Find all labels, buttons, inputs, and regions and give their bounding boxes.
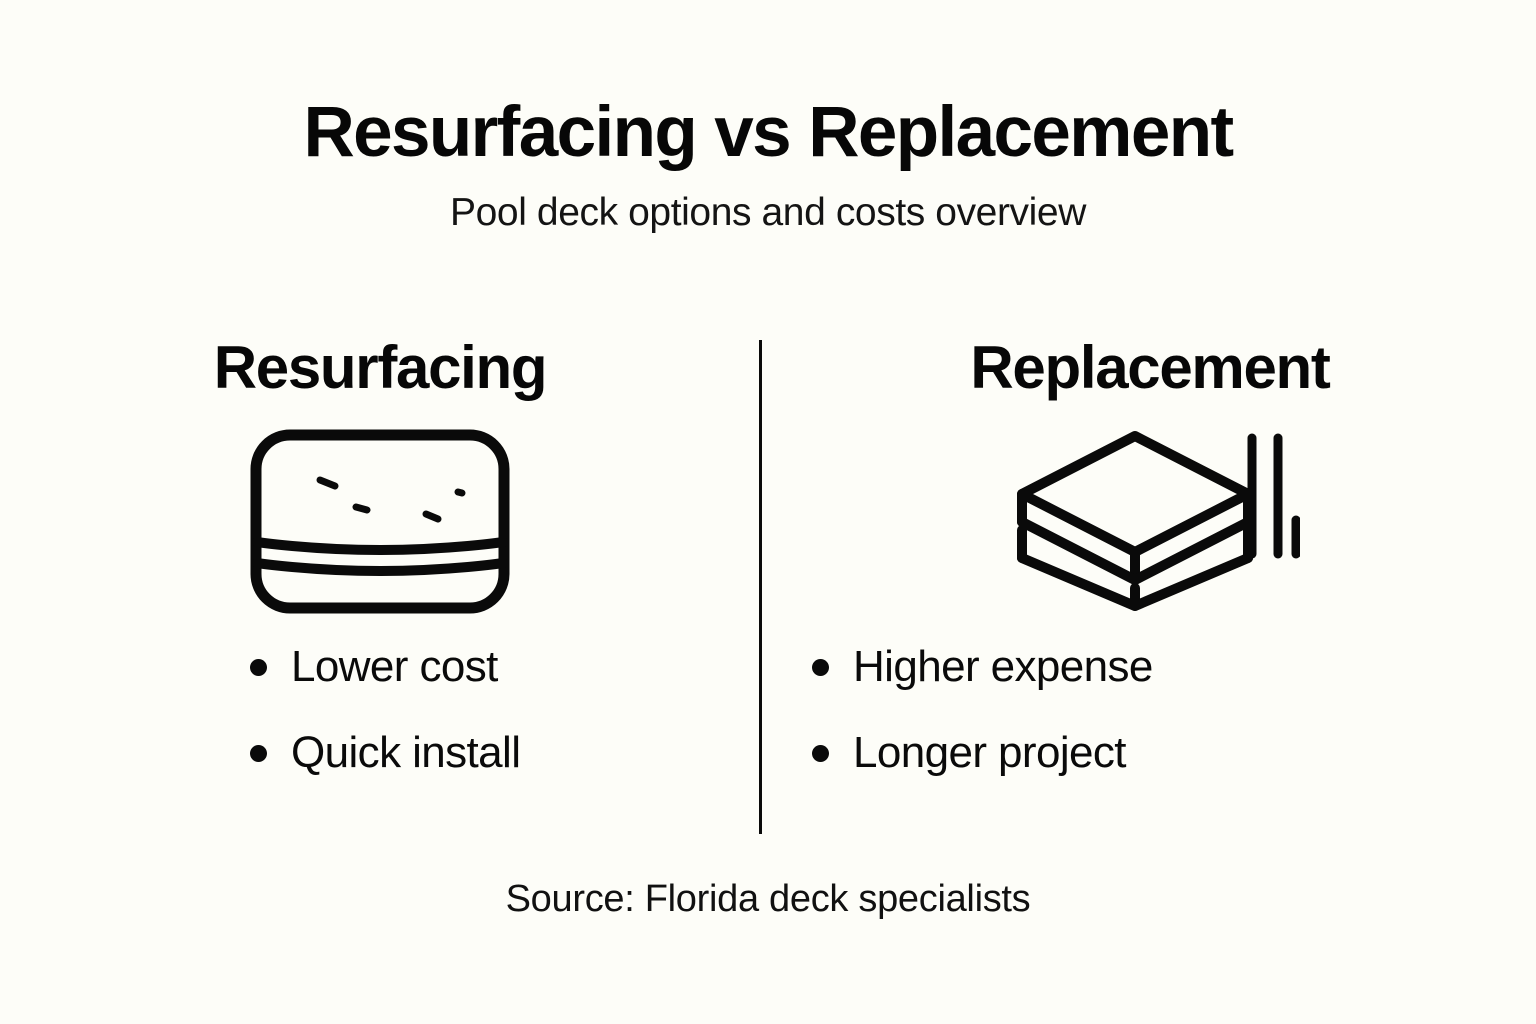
- list-item: Lower cost: [250, 645, 670, 689]
- source-caption: Source: Florida deck specialists: [505, 878, 1031, 920]
- column-heading-replacement: Replacement: [970, 334, 1330, 401]
- bullet-dot-icon: [250, 744, 267, 762]
- bullet-label: Higher expense: [853, 642, 1153, 691]
- list-item: Higher expense: [812, 645, 1282, 689]
- deck-slab-resurfaced-icon: [20, 421, 740, 621]
- deck-slab-layers-isometric-icon: [790, 421, 1510, 621]
- column-heading-resurfacing: Resurfacing: [213, 334, 548, 401]
- list-item: Quick install: [250, 731, 670, 775]
- comparison-column-resurfacing: Resurfacing Lower c: [20, 336, 740, 836]
- comparison-column-replacement: Replacement: [790, 336, 1510, 836]
- bullet-dot-icon: [250, 658, 267, 676]
- page-title: Resurfacing vs Replacement: [303, 93, 1234, 172]
- bullet-label: Quick install: [291, 728, 521, 777]
- comparison-section: Resurfacing Lower c: [0, 336, 1536, 836]
- list-item: Longer project: [812, 731, 1282, 775]
- column-divider: [759, 340, 762, 834]
- bullet-dot-icon: [812, 744, 829, 762]
- bullet-list-resurfacing: Lower cost Quick install: [250, 645, 670, 775]
- bullet-label: Longer project: [853, 728, 1127, 777]
- bullet-list-replacement: Higher expense Longer project: [812, 645, 1282, 775]
- header: Resurfacing vs Replacement Pool deck opt…: [0, 96, 1536, 235]
- page-subtitle: Pool deck options and costs overview: [450, 190, 1086, 234]
- bullet-label: Lower cost: [291, 642, 498, 691]
- bullet-dot-icon: [812, 658, 829, 676]
